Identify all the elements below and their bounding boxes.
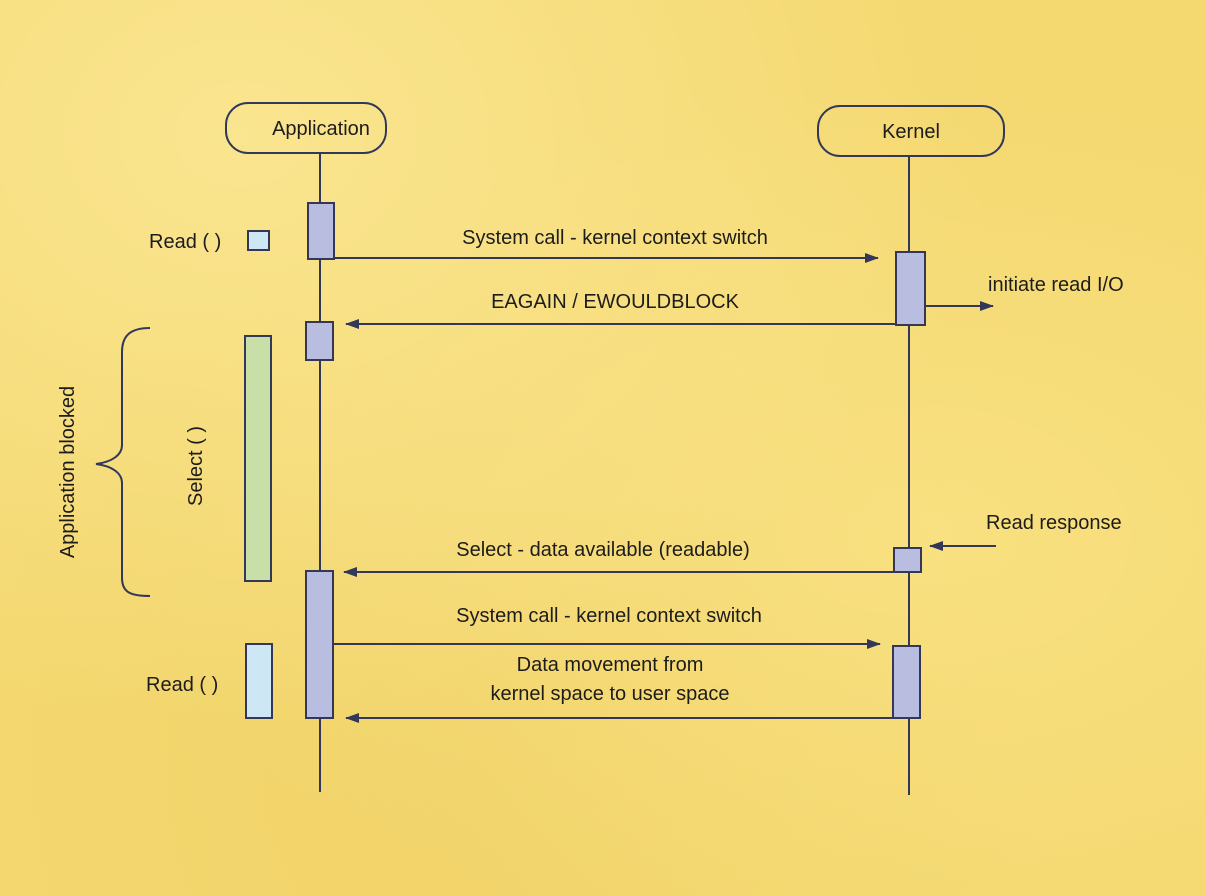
- data-movement-label-line2: kernel space to user space: [490, 683, 729, 705]
- syscall-label-2: System call - kernel context switch: [456, 605, 762, 627]
- eagain-label: EAGAIN / EWOULDBLOCK: [491, 291, 739, 313]
- select-bar: [244, 335, 272, 582]
- application-blocked-label: Application blocked: [57, 386, 79, 558]
- read-label-1: Read ( ): [149, 231, 221, 253]
- kernel-participant-label: Kernel: [882, 121, 940, 143]
- initiate-read-label: initiate read I/O: [988, 274, 1124, 296]
- application-participant-label: Application: [272, 118, 370, 140]
- kernel-activation-2: [893, 547, 922, 573]
- read-response-label: Read response: [986, 512, 1122, 534]
- kernel-participant-box: [817, 105, 1005, 157]
- kernel-activation-3: [892, 645, 921, 719]
- application-participant-box: [225, 102, 387, 154]
- application-activation-2: [305, 321, 334, 361]
- read-indicator-1: [247, 230, 270, 251]
- application-activation-3: [305, 570, 334, 719]
- select-available-label: Select - data available (readable): [456, 539, 750, 561]
- select-label: Select ( ): [185, 426, 207, 506]
- application-activation-1: [307, 202, 335, 260]
- read-label-2: Read ( ): [146, 674, 218, 696]
- read-indicator-2: [245, 643, 273, 719]
- syscall-label-1: System call - kernel context switch: [462, 227, 768, 249]
- kernel-activation-1: [895, 251, 926, 326]
- data-movement-label-line1: Data movement from: [517, 654, 704, 676]
- application-blocked-brace: [95, 327, 151, 597]
